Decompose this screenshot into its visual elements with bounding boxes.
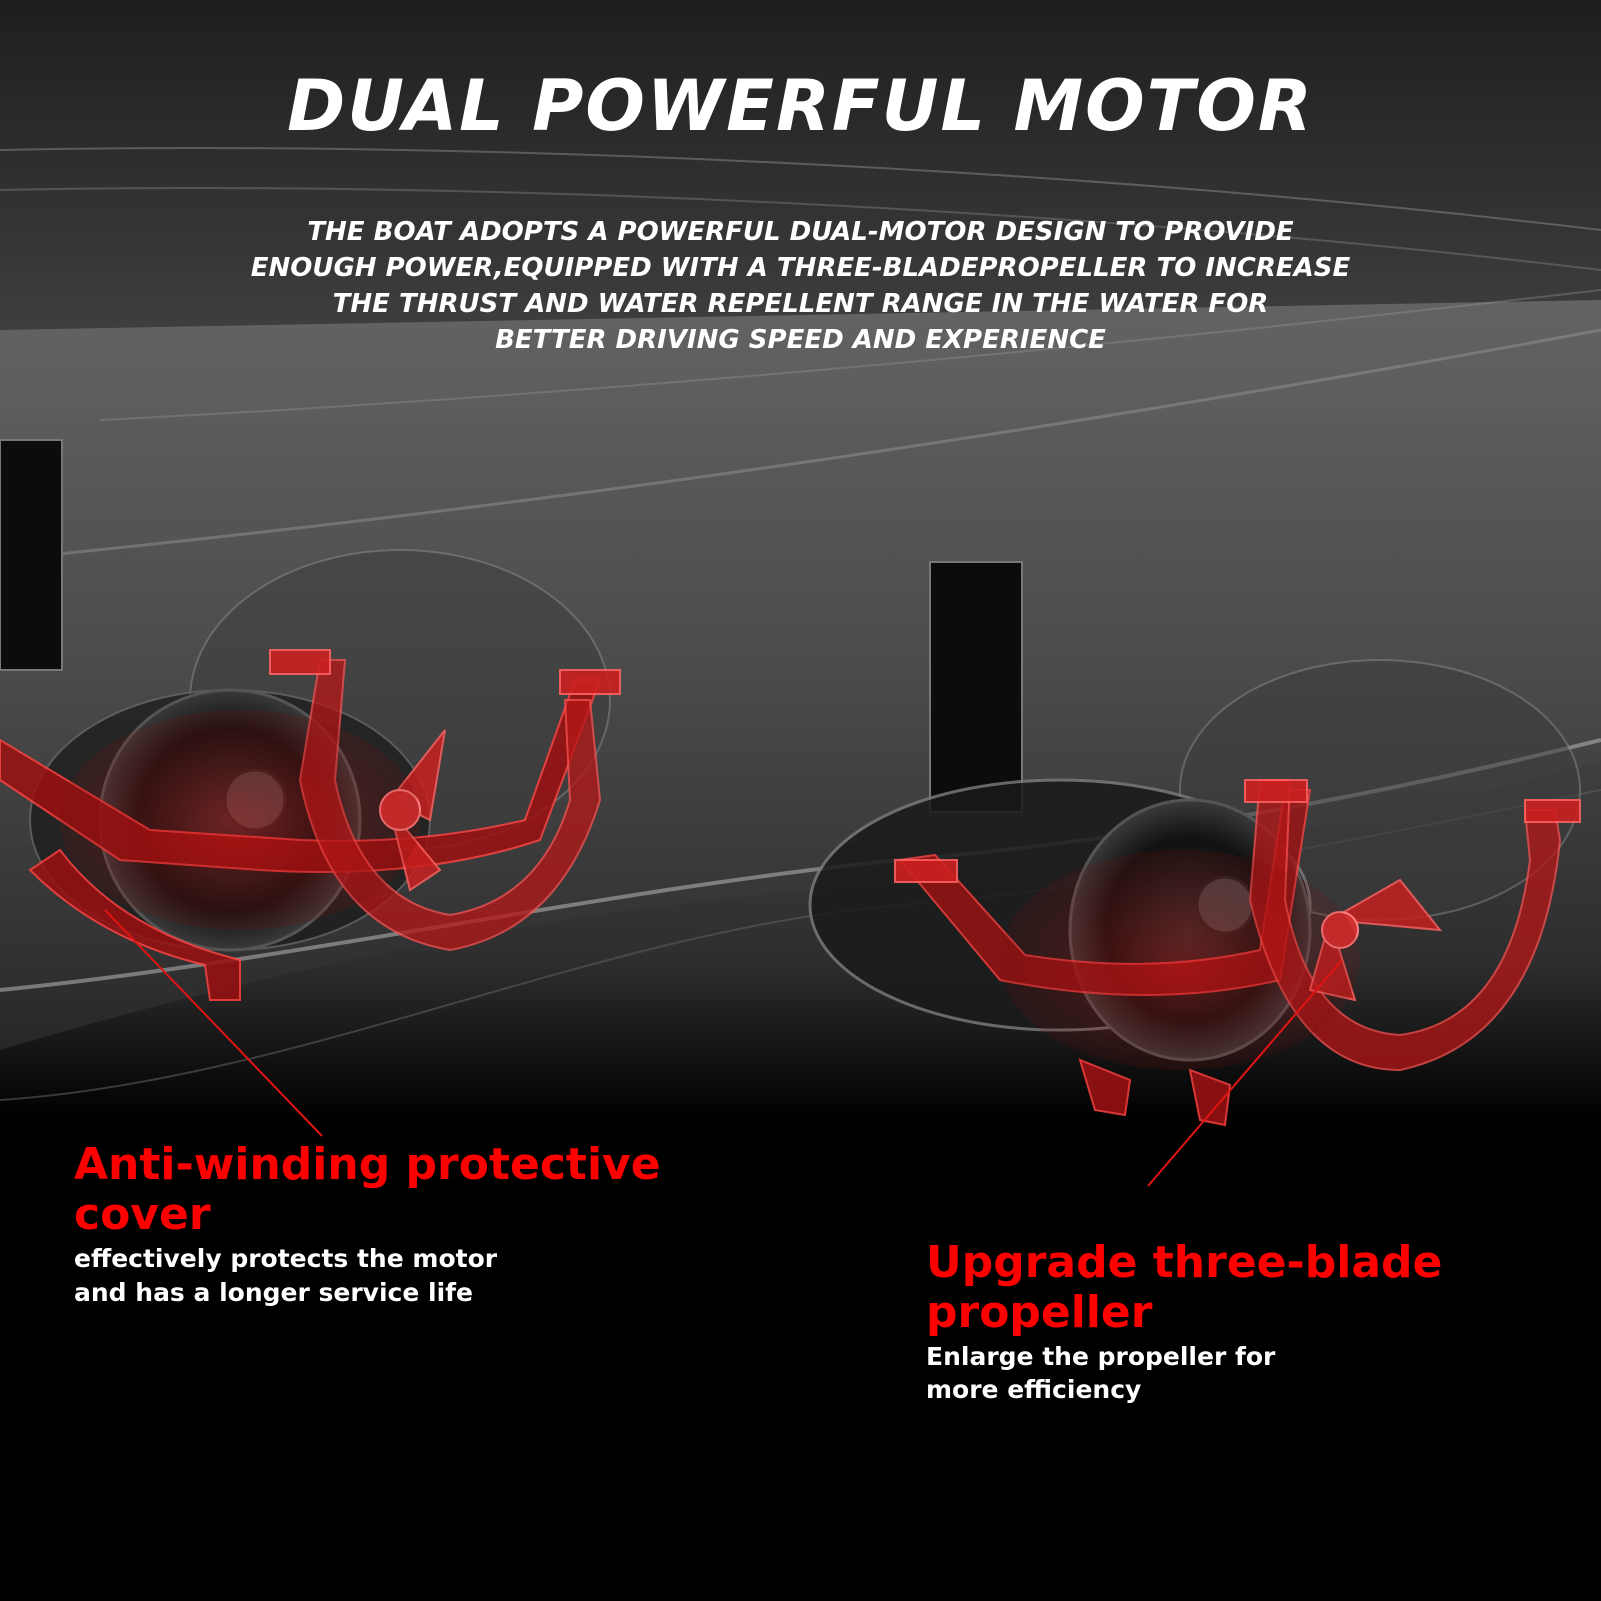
callout-propeller: Upgrade three-blade propeller Enlarge th… — [926, 1238, 1586, 1406]
callout-protective-cover: Anti-winding protective cover effectivel… — [74, 1140, 774, 1310]
page-title: DUAL POWERFUL MOTOR — [287, 65, 1314, 147]
motor-left — [0, 549, 621, 1001]
intro-line: ENOUGH POWER,EQUIPPED WITH A THREE-BLADE… — [250, 253, 1351, 283]
intro-line: THE THRUST AND WATER REPELLENT RANGE IN … — [332, 289, 1269, 319]
intro-line: THE BOAT ADOPTS A POWERFUL DUAL-MOTOR DE… — [307, 217, 1294, 247]
hull-line-2 — [0, 187, 1601, 271]
hull-line-1 — [0, 147, 1601, 231]
callout-title-line: Anti-winding protective — [74, 1139, 661, 1190]
callout-title-line: cover — [74, 1189, 211, 1240]
hull-line-4 — [99, 289, 1601, 421]
leader-line-propeller — [1147, 959, 1343, 1187]
callout-desc-line: and has a longer service life — [74, 1278, 473, 1307]
callout-title-line: Upgrade three-blade — [926, 1237, 1443, 1288]
motor-right — [808, 659, 1581, 1127]
rudder-post-left — [0, 439, 63, 671]
callout-desc-line: Enlarge the propeller for — [926, 1342, 1276, 1371]
intro-text: THE BOAT ADOPTS A POWERFUL DUAL-MOTOR DE… — [140, 214, 1461, 358]
intro-line: BETTER DRIVING SPEED AND EXPERIENCE — [495, 325, 1106, 355]
rudder-post-right — [929, 561, 1023, 813]
callout-title: Upgrade three-blade propeller — [926, 1238, 1586, 1338]
callout-desc-line: more efficiency — [926, 1375, 1142, 1404]
callout-description: effectively protects the motor and has a… — [74, 1242, 774, 1310]
callout-description: Enlarge the propeller for more efficienc… — [926, 1340, 1586, 1406]
hull-line-3 — [0, 328, 1601, 562]
callout-title: Anti-winding protective cover — [74, 1140, 774, 1240]
callout-desc-line: effectively protects the motor — [74, 1244, 498, 1273]
leader-line-cover — [104, 909, 323, 1137]
callout-title-line: propeller — [926, 1287, 1153, 1338]
